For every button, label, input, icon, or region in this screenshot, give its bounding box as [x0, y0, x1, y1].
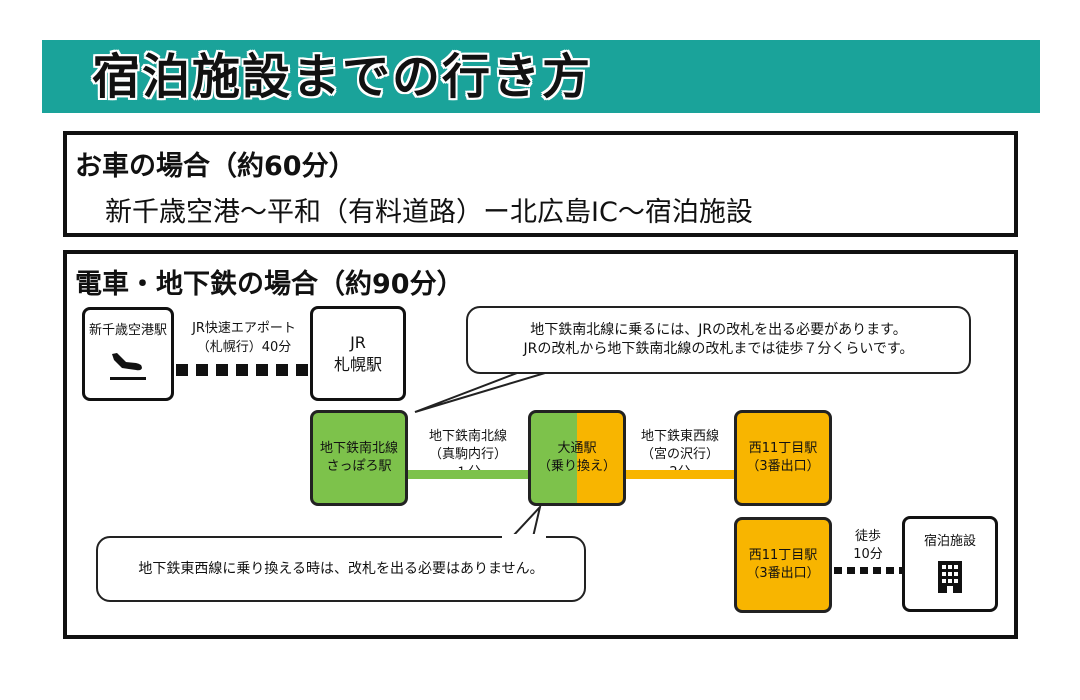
airport-station-label: 新千歳空港駅: [88, 323, 167, 338]
jr-sapporo-label-2: 札幌駅: [333, 354, 382, 374]
bubble-top-line-1: 地下鉄南北線に乗るには、JRの改札を出る必要があります。: [530, 322, 907, 338]
jr-sapporo-label-1: JR: [350, 332, 366, 352]
walk-label-2: 10分: [853, 547, 883, 562]
walk-label-1: 徒歩: [854, 529, 881, 544]
subway-sapporo-label-1: 地下鉄南北線: [319, 441, 398, 456]
jr-line-label-2: （札幌行）40分: [196, 340, 292, 355]
tozai-line-label-2: （宮の沢行）: [640, 447, 719, 462]
nishi11-a-label-2: （3番出口）: [746, 459, 820, 474]
airport-station-box: 新千歳空港駅: [82, 307, 174, 401]
bubble-top-tail-cover: [520, 364, 560, 372]
namboku-line-label-1: 地下鉄南北線: [428, 429, 507, 444]
bubble-top-line-2: JRの改札から地下鉄南北線の改札までは徒歩７分くらいです。: [523, 341, 914, 357]
building-icon: [938, 561, 962, 593]
nishi11-station-box-a: 西11丁目駅 （3番出口）: [734, 410, 832, 506]
speech-bubble-top: 地下鉄南北線に乗るには、JRの改札を出る必要があります。 JRの改札から地下鉄南…: [466, 306, 971, 374]
odori-label-1: 大通駅: [557, 441, 597, 456]
odori-station-box: 大通駅 （乗り換え）: [528, 410, 626, 506]
bubble-bottom-tail-cover: [502, 534, 546, 540]
page-title: 宿泊施設までの行き方: [92, 49, 593, 105]
speech-bubble-bottom: 地下鉄東西線に乗り換える時は、改札を出る必要はありません。: [96, 536, 586, 602]
jr-sapporo-station-box: JR 札幌駅: [310, 306, 406, 401]
jr-rail-line: [176, 364, 310, 376]
car-route: 新千歳空港～平和（有料道路）ー北広島IC～宿泊施設: [105, 197, 753, 228]
airplane-arrival-icon: [110, 353, 146, 380]
car-heading: お車の場合（約60分）: [75, 151, 356, 182]
hotel-label: 宿泊施設: [923, 534, 976, 549]
car-section: [63, 131, 1018, 237]
walk-path-line: [834, 567, 902, 574]
bubble-bottom-text: 地下鉄東西線に乗り換える時は、改札を出る必要はありません。: [138, 560, 544, 577]
tozai-rail-line: [626, 470, 734, 479]
nishi11-b-label-2: （3番出口）: [746, 566, 820, 581]
train-heading: 電車・地下鉄の場合（約90分）: [75, 269, 464, 300]
subway-sapporo-label-2: さっぽろ駅: [326, 459, 392, 474]
tozai-line-label-1: 地下鉄東西線: [640, 429, 719, 444]
odori-label-2: （乗り換え）: [537, 459, 616, 474]
namboku-line-label-2: （真駒内行）: [428, 447, 507, 462]
jr-line-label-1: JR快速エアポート: [192, 321, 296, 336]
namboku-rail-line: [408, 470, 530, 479]
nishi11-b-label-1: 西11丁目駅: [748, 548, 818, 563]
hotel-box: 宿泊施設: [902, 516, 998, 612]
subway-sapporo-station-box: 地下鉄南北線 さっぽろ駅: [310, 410, 408, 506]
nishi11-a-label-1: 西11丁目駅: [748, 441, 818, 456]
title-bar: [42, 40, 1040, 113]
nishi11-station-box-b: 西11丁目駅 （3番出口）: [734, 517, 832, 613]
